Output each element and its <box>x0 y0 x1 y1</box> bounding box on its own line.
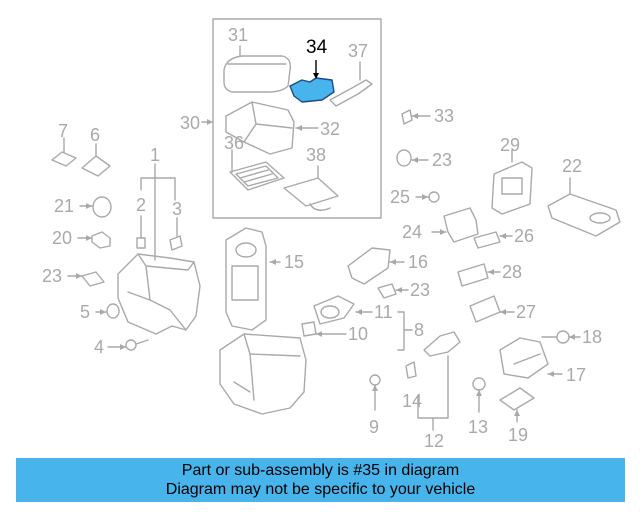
part-38-insert <box>283 165 339 211</box>
part-12 <box>417 331 461 431</box>
callout-1: 1 <box>150 145 161 165</box>
part-5 <box>95 303 120 319</box>
callout-2: 2 <box>136 195 147 215</box>
part-32-armrest-lid <box>223 45 292 93</box>
part-3 <box>169 217 183 251</box>
callout-31: 30 <box>180 113 201 133</box>
callout-35: 34 <box>306 37 328 58</box>
callout-13: 13 <box>468 417 489 437</box>
part-28 <box>469 295 515 323</box>
callout-4: 4 <box>94 337 105 357</box>
part-2 <box>136 215 146 249</box>
part-29 <box>457 263 501 287</box>
part-24 <box>396 149 429 167</box>
callout-36: 37 <box>348 41 369 61</box>
callout-10: 10 <box>348 324 369 344</box>
callout-12: 12 <box>424 431 445 451</box>
callout-23-left: 23 <box>42 266 63 286</box>
part-10 <box>301 321 347 337</box>
part-14 <box>405 361 417 379</box>
callout-14: 14 <box>402 391 423 411</box>
console-lower <box>219 333 307 415</box>
assembly-box <box>212 18 382 219</box>
callout-22: 22 <box>562 156 583 176</box>
part-25 <box>431 207 479 243</box>
callout-9: 9 <box>369 417 380 437</box>
callout-7: 7 <box>58 121 69 141</box>
banner-line-2: Diagram may not be specific to your vehi… <box>165 481 476 498</box>
part-9 <box>369 374 381 411</box>
callout-34: 33 <box>434 106 455 126</box>
callout-33: 32 <box>320 119 341 139</box>
info-banner: Part or sub-assembly is #35 in diagram D… <box>16 458 625 502</box>
console-body <box>117 253 201 335</box>
callout-20: 20 <box>52 228 73 248</box>
part-30 <box>491 149 533 215</box>
callout-11: 11 <box>374 302 393 322</box>
callout-25: 24 <box>402 222 423 242</box>
part-16 <box>347 247 405 285</box>
callout-3: 3 <box>172 199 183 219</box>
callout-6: 6 <box>90 125 101 145</box>
part-21 <box>79 196 112 218</box>
callout-30: 29 <box>500 135 521 155</box>
part-4 <box>107 339 149 351</box>
callout-32: 31 <box>228 25 249 45</box>
callout-27: 26 <box>514 226 535 246</box>
callout-26: 25 <box>390 187 411 207</box>
callout-19: 19 <box>508 425 529 445</box>
part-36-hinge <box>329 61 373 107</box>
part-6 <box>81 155 111 177</box>
part-23-right <box>377 283 409 299</box>
callout-29: 28 <box>502 262 523 282</box>
part-15-panel <box>225 227 281 331</box>
part-22 <box>547 177 621 237</box>
callout-23-right: 23 <box>410 280 431 300</box>
part-20 <box>77 231 111 249</box>
callout-5: 5 <box>80 302 91 322</box>
part-27 <box>473 231 513 249</box>
part-11 <box>313 295 373 325</box>
callout-21: 21 <box>54 196 75 216</box>
part-35-highlighted <box>289 60 335 103</box>
callout-8: 8 <box>414 320 425 340</box>
callout-15: 15 <box>284 252 305 272</box>
part-7 <box>51 151 77 167</box>
parts-diagram <box>51 18 621 431</box>
part-23-left <box>67 271 105 287</box>
part-37-tray <box>229 149 285 191</box>
callout-28: 27 <box>516 302 537 322</box>
callout-38: 38 <box>306 145 327 165</box>
callout-17: 17 <box>566 365 587 385</box>
banner-line-1: Part or sub-assembly is #35 in diagram <box>181 462 460 479</box>
callout-16: 16 <box>408 252 429 272</box>
part-19 <box>499 387 535 423</box>
callout-18: 18 <box>582 327 603 347</box>
callout-24: 23 <box>432 150 453 170</box>
callout-37: 36 <box>224 133 245 153</box>
